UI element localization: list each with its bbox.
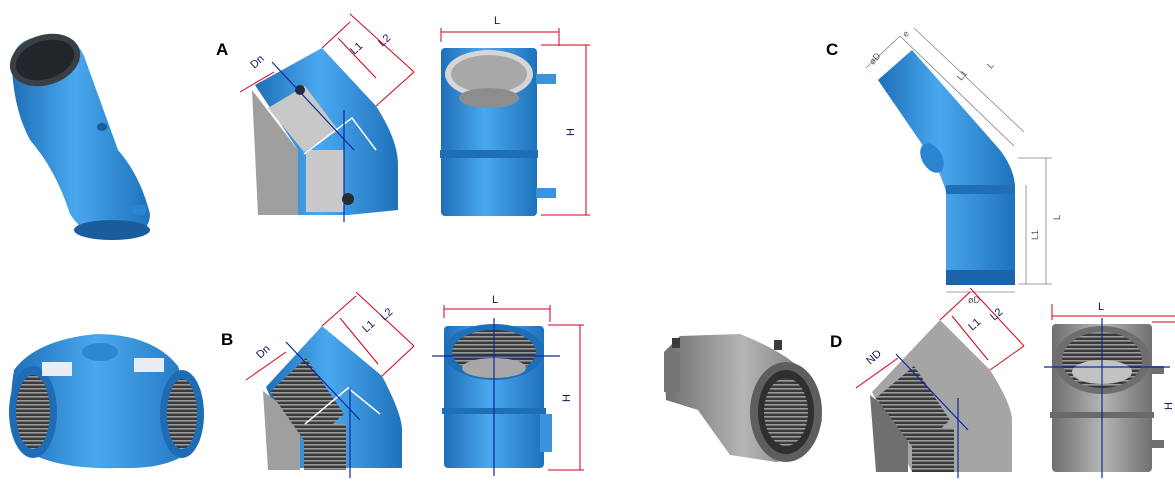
- panel-d-l2-label: L2: [988, 306, 1005, 323]
- panel-b-l1-label: L1: [360, 318, 377, 335]
- panel-d-front: [1050, 324, 1164, 472]
- panel-a-ext1: [321, 21, 351, 49]
- panel-c-l-lower-label: L: [1052, 215, 1062, 220]
- panel-a-l1-line: [337, 37, 377, 79]
- photo-grey-elbow: [664, 334, 822, 462]
- panel-d-h-label: H: [1163, 402, 1175, 410]
- panel-a-l2-line: [349, 13, 415, 73]
- panel-d-section: [870, 320, 1012, 472]
- panel-b-dn-line: [245, 351, 287, 381]
- panel-c-od-bottom-label: øD: [968, 295, 980, 305]
- photo-blue-elbow: [9, 33, 150, 240]
- panel-d-letter: D: [830, 332, 843, 351]
- panel-b-l2-label: L2: [378, 306, 395, 323]
- panel-d-l1-line: [951, 315, 989, 361]
- panel-d-l-label: L: [1098, 301, 1104, 313]
- panel-b-front: [442, 324, 552, 468]
- panel-d-ext1: [939, 291, 971, 321]
- panel-d-l1-label: L1: [966, 316, 983, 333]
- panel-a-l2-label: L2: [376, 32, 393, 49]
- panel-a-l1-label: L1: [348, 40, 365, 57]
- panel-c-e-label: e: [900, 29, 911, 39]
- panel-c-l-outer: [913, 27, 1025, 133]
- panel-a-section: [252, 48, 398, 215]
- photo-blue-saddle: [9, 334, 204, 469]
- panel-a-axis-1: [271, 61, 355, 151]
- panel-a-front: [440, 48, 556, 216]
- panel-b-section: [263, 326, 402, 470]
- panel-a-letter: A: [216, 40, 229, 59]
- panel-c-l-label: L: [985, 60, 996, 70]
- panel-b-axis-1: [285, 341, 361, 421]
- panel-b-l-label: L: [492, 294, 498, 306]
- panel-b-l1-line: [339, 317, 379, 365]
- panel-a-dn-line: [239, 71, 275, 93]
- panel-a-ext2: [375, 71, 415, 107]
- panel-c-drawing: [878, 50, 1015, 285]
- panel-a-h-label: H: [565, 128, 577, 136]
- panel-b-dn-label: Dn: [254, 343, 272, 361]
- panel-d-nd-label: ND: [864, 348, 884, 368]
- panel-b-ext2: [381, 345, 415, 377]
- panel-c-l1-label: L1: [955, 68, 969, 82]
- panel-b-ext1: [321, 295, 357, 327]
- panel-c-l-line: [899, 35, 1015, 147]
- panel-d-nd-line: [855, 357, 899, 389]
- panel-b-l2-line: [355, 291, 415, 347]
- panel-b-letter: B: [221, 330, 234, 349]
- panel-c-letter: C: [826, 40, 839, 59]
- panel-c-od-top-label: øD: [867, 50, 883, 66]
- panel-d-l2-line: [969, 287, 1025, 347]
- panel-b-h-label: H: [561, 394, 573, 402]
- panel-c-l1-lower-label: L1: [1030, 230, 1040, 240]
- panel-d-ext2: [989, 345, 1025, 371]
- panel-a-dn-label: Dn: [248, 53, 266, 71]
- panel-a-l-label: L: [494, 15, 500, 27]
- panel-d-axis-1: [895, 353, 969, 431]
- panel-c-od-top-line: [865, 35, 901, 69]
